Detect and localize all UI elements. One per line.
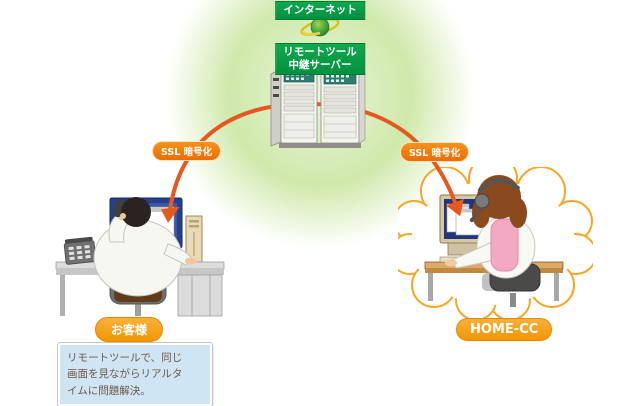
arrowhead-left-icon	[160, 206, 180, 223]
ssl-encryption-badge-right: SSL 暗号化	[400, 142, 470, 162]
server-rack-icon	[270, 67, 366, 148]
customer-person	[93, 197, 197, 302]
operator-person	[445, 175, 541, 307]
customer-label: お客様	[95, 317, 164, 342]
headset-icon	[469, 178, 521, 223]
telephone-icon	[63, 236, 97, 265]
note-box: リモートツールで、同じ 画面を見ながらリアルタ イムに問題解決。	[57, 342, 213, 406]
customer-pc-tower-icon	[185, 215, 203, 263]
operator-illustration	[398, 167, 593, 319]
operator-label: HOME-CC	[456, 318, 553, 341]
relay-server-label: リモートツール 中継サーバー	[275, 43, 365, 76]
globe-icon	[300, 17, 340, 37]
internet-label: インターネット	[275, 1, 365, 21]
arrowhead-right-icon	[446, 198, 464, 217]
ssl-encryption-badge-left: SSL 暗号化	[152, 141, 222, 161]
